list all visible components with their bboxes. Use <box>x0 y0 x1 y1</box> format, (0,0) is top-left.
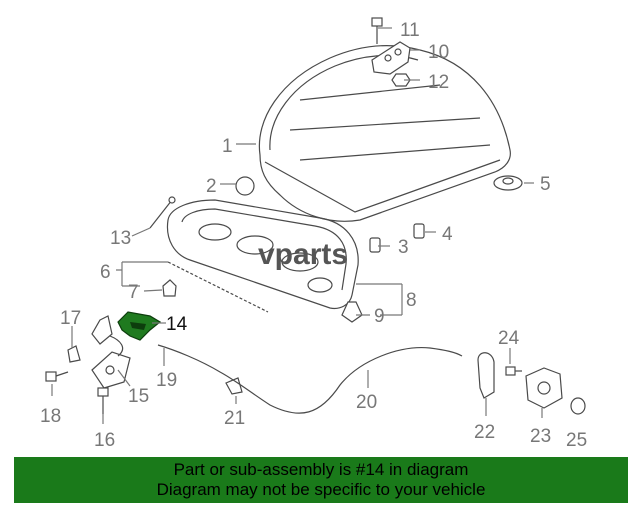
release-handle <box>477 352 495 399</box>
weatherstrip-clip <box>162 279 177 297</box>
callout-3: 3 <box>398 237 409 258</box>
callout-15: 15 <box>128 386 149 407</box>
actuator-assembly <box>525 367 563 409</box>
callout-24: 24 <box>498 328 520 349</box>
callout-6: 6 <box>100 262 111 283</box>
info-banner: Part or sub-assembly is #14 in diagram D… <box>14 457 628 503</box>
banner-line-1: Part or sub-assembly is #14 in diagram <box>173 460 469 479</box>
hood-hinge <box>371 41 411 75</box>
callout-8: 8 <box>406 290 417 311</box>
callout-4: 4 <box>442 224 453 245</box>
callout-9: 9 <box>374 306 385 327</box>
callout-22: 22 <box>474 422 495 443</box>
hinge-bolt <box>371 17 383 44</box>
banner-line-2: Diagram may not be specific to your vehi… <box>156 480 486 499</box>
callout-2: 2 <box>206 176 217 197</box>
latch-bolt-16 <box>97 387 109 414</box>
highlighted-part-14 <box>117 311 162 341</box>
callout-13: 13 <box>110 228 131 249</box>
parts-diagram: vparts 11 10 12 1 2 5 13 3 4 <box>40 17 587 451</box>
callout-labels: 11 10 12 1 2 5 13 3 4 6 7 8 9 14 17 15 1… <box>40 20 587 451</box>
latch-bracket <box>67 345 81 363</box>
hood-support-rod <box>149 196 176 229</box>
hood-bumper <box>235 176 255 196</box>
callout-16: 16 <box>94 430 115 451</box>
callout-20: 20 <box>356 392 377 413</box>
callout-23: 23 <box>530 426 551 447</box>
side-bumper <box>413 223 425 239</box>
hinge-nut <box>391 73 411 87</box>
leader-lines <box>51 27 543 424</box>
cable-clip <box>225 377 243 395</box>
hood-panel <box>258 45 511 222</box>
callout-7: 7 <box>128 282 139 303</box>
callout-1: 1 <box>222 136 233 157</box>
callout-25: 25 <box>566 430 587 451</box>
hood-insulator <box>166 199 359 310</box>
callout-18: 18 <box>40 406 61 427</box>
callout-11: 11 <box>400 20 420 41</box>
cover-cap <box>570 397 586 415</box>
callout-12: 12 <box>428 72 449 93</box>
hood-stopper <box>493 175 523 191</box>
handle-bolt <box>505 366 522 376</box>
callout-19: 19 <box>156 370 177 391</box>
hood-weatherstrip <box>167 261 269 313</box>
latch-bolt-18 <box>45 371 69 382</box>
watermark: vparts <box>258 238 348 271</box>
hood-latch <box>91 315 131 389</box>
callout-14: 14 <box>166 314 188 335</box>
callout-21: 21 <box>224 408 245 429</box>
release-cable <box>157 344 463 414</box>
insulator-clip <box>341 301 363 323</box>
callout-5: 5 <box>540 174 551 195</box>
adjust-bumper <box>369 237 381 253</box>
callout-17: 17 <box>60 308 81 329</box>
callout-10: 10 <box>428 42 449 63</box>
